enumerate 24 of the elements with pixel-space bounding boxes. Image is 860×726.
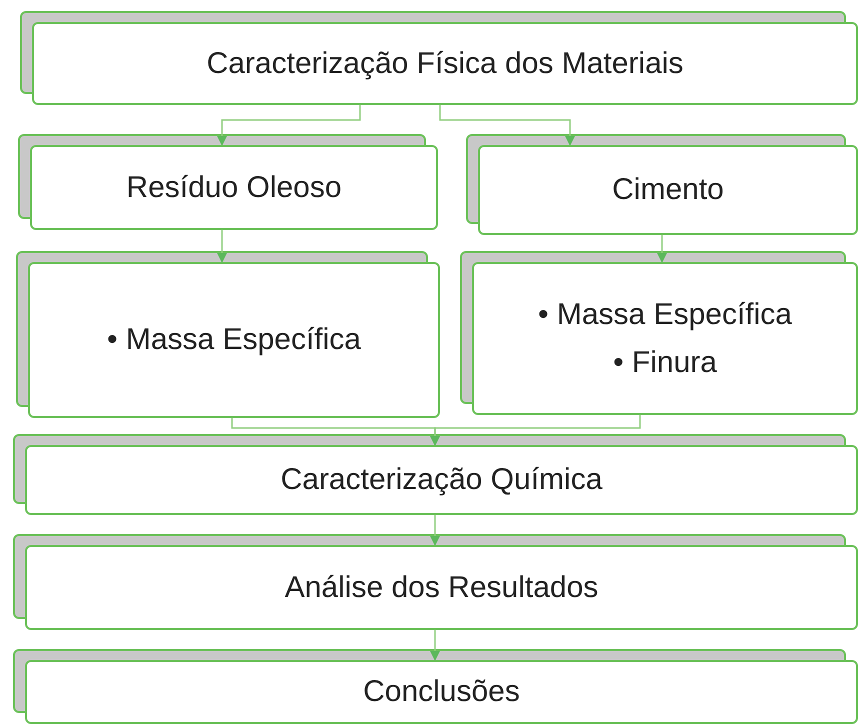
box-label: Análise dos Resultados [284, 570, 598, 606]
process-box [25, 445, 858, 515]
arrow [430, 415, 641, 446]
box-label: Cimento [612, 172, 724, 208]
process-box [28, 262, 440, 418]
arrow [217, 105, 361, 146]
arrow [430, 630, 440, 661]
process-box [30, 145, 438, 230]
process-box [478, 145, 858, 235]
box-label: Resíduo Oleoso [126, 170, 342, 206]
arrow [439, 105, 575, 146]
box-label: Caracterização Física dos Materiais [206, 46, 684, 82]
box-label: Caracterização Química [280, 462, 602, 498]
bullet-item: • Massa Específica [538, 296, 792, 332]
arrow [657, 235, 667, 263]
box-label: Conclusões [363, 674, 520, 710]
arrow [217, 230, 227, 263]
arrow [430, 515, 440, 546]
process-box [32, 22, 858, 105]
process-box [472, 262, 858, 415]
bullet-item: • Finura [613, 344, 717, 380]
bullet-item: • Massa Específica [107, 322, 361, 358]
process-box [25, 545, 858, 630]
process-box [25, 660, 858, 724]
